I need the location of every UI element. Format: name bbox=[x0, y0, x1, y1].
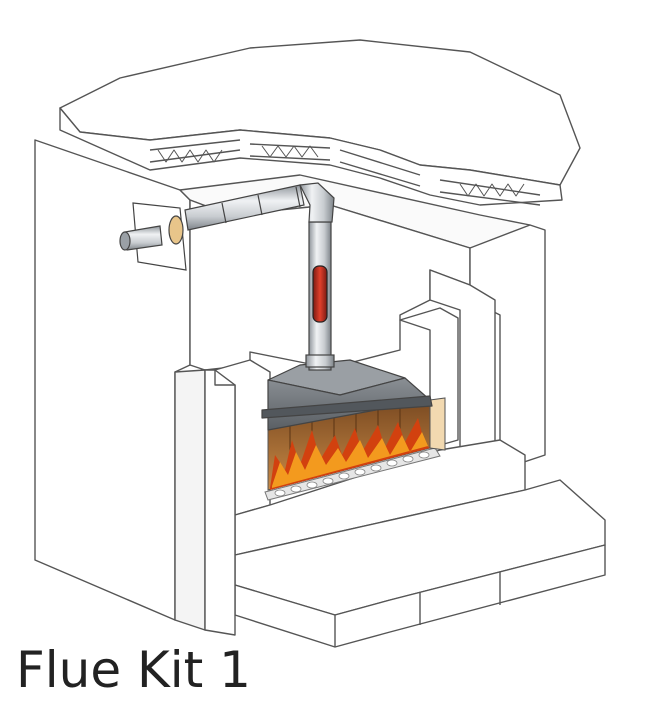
wall-terminal bbox=[119, 202, 187, 271]
pipe-joints bbox=[221, 186, 301, 224]
heat-window bbox=[312, 265, 328, 323]
hood-lip bbox=[261, 395, 433, 419]
flue-kit-caption: Flue Kit 1 bbox=[16, 641, 251, 699]
flames bbox=[272, 432, 428, 488]
ceiling-slab-edge bbox=[59, 107, 563, 206]
right-wall bbox=[469, 224, 546, 471]
terminal-cap bbox=[119, 231, 131, 251]
left-wall-front-lower bbox=[174, 369, 206, 631]
firebox-light bbox=[429, 397, 446, 451]
flue-elbow bbox=[299, 182, 335, 223]
hearth-joints bbox=[334, 572, 501, 647]
pebbles bbox=[274, 451, 430, 497]
canopy-hood bbox=[261, 359, 433, 431]
horizontal-flue-pipe bbox=[184, 184, 305, 231]
terminal-ring bbox=[168, 215, 184, 245]
flue-system bbox=[184, 182, 335, 371]
ceiling-joist-trusses bbox=[157, 145, 525, 197]
flue-pipe-collar bbox=[305, 354, 335, 368]
left-wall-front-panel bbox=[204, 369, 236, 636]
